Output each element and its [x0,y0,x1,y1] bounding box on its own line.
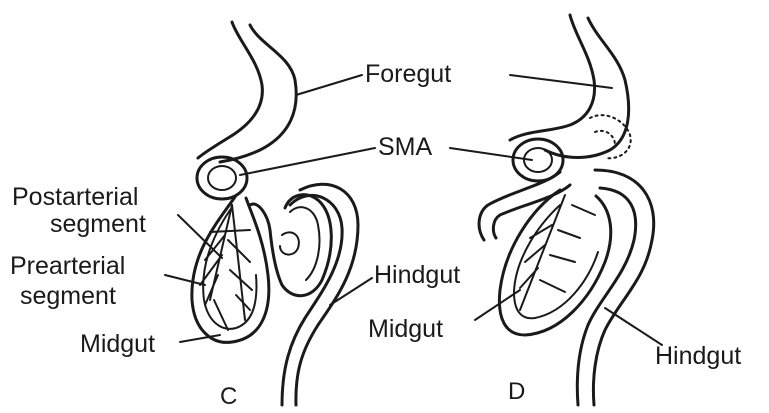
panel-label-c: C [220,383,237,410]
leader-midgut-d [475,290,520,320]
sma-ring-c [197,157,247,199]
panel-c-drawing [192,22,358,405]
label-midgut-c: Midgut [80,330,155,358]
label-hindgut-c: Hindgut [374,261,460,289]
leader-prearterial [165,275,205,285]
label-foregut: Foregut [365,60,451,88]
leader-sma-c [240,148,375,175]
label-prearterial-line2: segment [20,282,116,310]
foregut-tube-d [545,18,629,158]
leader-hindgut-c [330,278,372,305]
label-postarterial-line2: segment [50,210,146,238]
label-prearterial-line1: Prearterial [10,252,125,280]
leader-foregut-d [510,75,612,88]
sma-ring-c-inner [208,166,236,190]
leader-lines [165,75,662,345]
leader-foregut-c [296,75,362,95]
label-hindgut-d: Hindgut [655,342,741,370]
label-sma: SMA [378,133,433,161]
postarterial-loop-c-inner [290,207,320,280]
panel-label-d: D [508,378,525,405]
foregut-tube-c-inner [198,22,262,158]
label-midgut-d: Midgut [368,315,443,343]
postarterial-hook-c [280,232,299,254]
foregut-tube-c [220,25,296,162]
leader-hindgut-d [605,308,662,345]
panel-d-drawing [479,15,654,405]
leader-sma-d [450,148,532,160]
duodenum-dotted-d [590,115,631,158]
duodenum-dotted-d-2 [595,131,615,145]
label-postarterial-line1: Postarterial [12,183,138,211]
mesentery-vessels-d [520,195,595,310]
leader-postarterial-2 [210,230,250,232]
